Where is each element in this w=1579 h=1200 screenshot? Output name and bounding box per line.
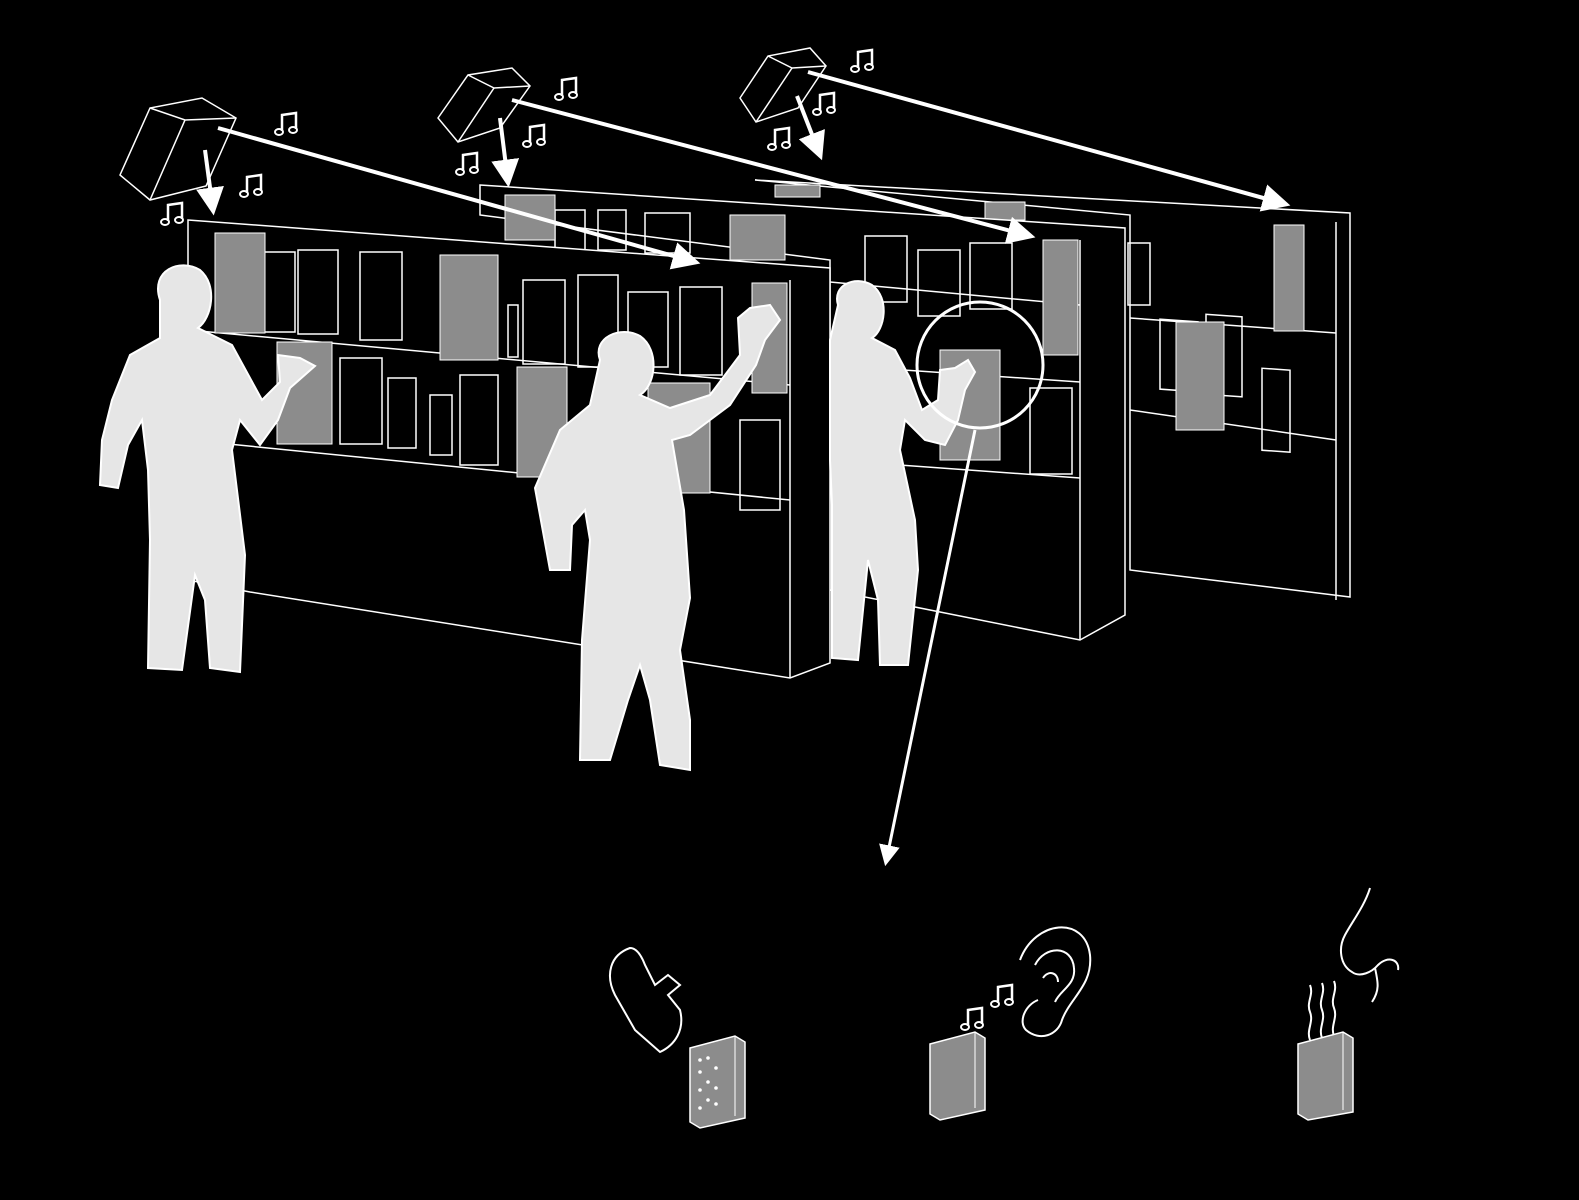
mitten-hand-icon <box>609 946 683 1054</box>
speaker-icon <box>437 67 531 143</box>
speaker-icon <box>739 47 827 123</box>
person-silhouette <box>98 264 317 674</box>
person-silhouette <box>829 280 977 666</box>
zoom-arrow <box>879 429 977 867</box>
nose-icon <box>1339 887 1400 1003</box>
zoom-circle <box>915 300 1045 430</box>
sound-box-icon <box>929 1031 986 1121</box>
middle-shelf-highlight-boxes <box>504 184 1079 461</box>
speaker-icon <box>119 97 237 201</box>
scent-waves-icon <box>1307 980 1337 1041</box>
sound-direction-arrows <box>196 70 1291 270</box>
ear-icon <box>1019 926 1092 1038</box>
back-shelf-highlight-boxes <box>984 201 1305 431</box>
bookshelf-front <box>187 219 831 679</box>
music-note-icon <box>959 983 1015 1032</box>
person-silhouette <box>533 303 782 772</box>
braille-box-icon <box>689 1035 746 1129</box>
scent-box-icon <box>1297 1031 1354 1121</box>
